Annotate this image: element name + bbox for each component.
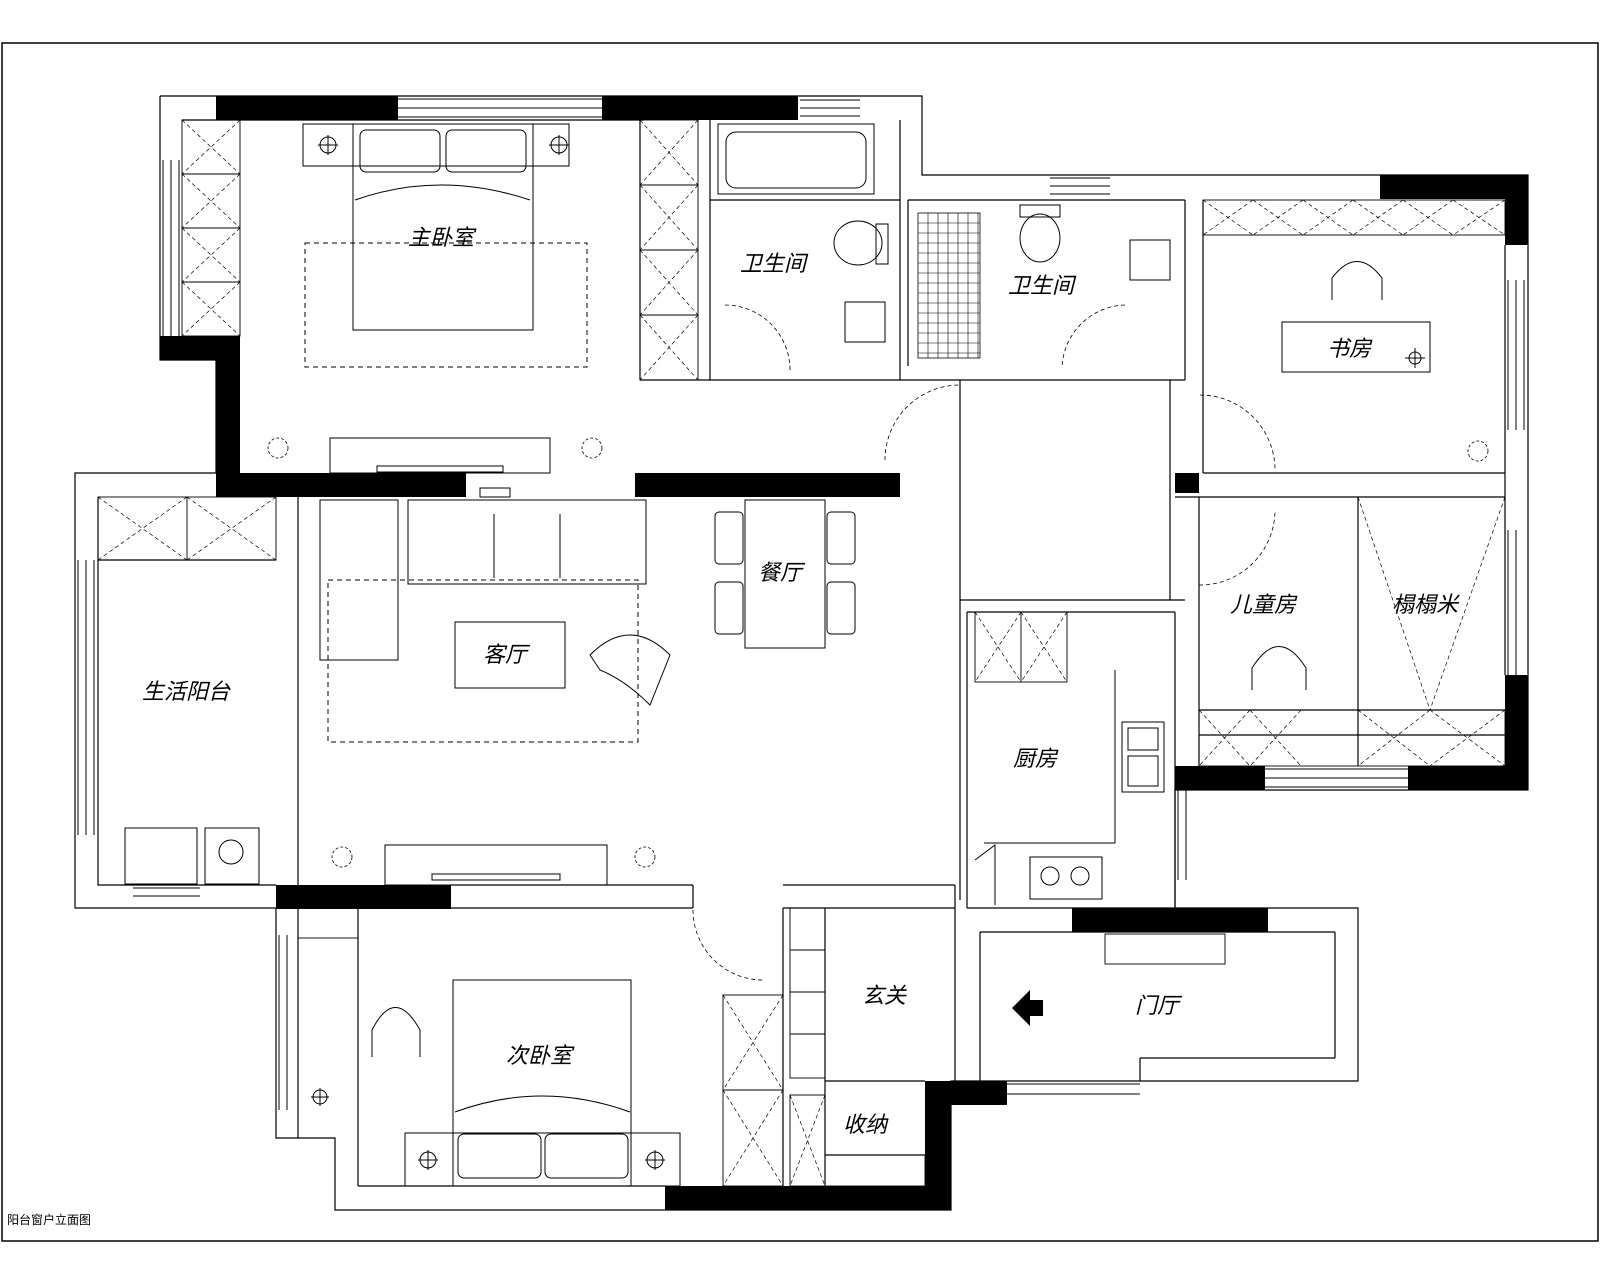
- second-bed: [371, 979, 681, 1187]
- bathtub: [717, 123, 875, 195]
- downlight-icon: [267, 437, 1489, 868]
- dining-table: [714, 499, 856, 649]
- kids-chair: [1251, 646, 1307, 690]
- toilets: [833, 204, 1061, 266]
- entry-arrow-icon: [1012, 990, 1043, 1026]
- sinks: [844, 239, 1171, 343]
- shower-grid: [917, 212, 981, 359]
- room-label-living: 客厅: [483, 643, 531, 668]
- ceiling-light-icon: [311, 135, 1425, 1170]
- structural-walls: [160, 96, 1528, 1210]
- room-label-dining: 餐厅: [758, 561, 806, 586]
- room-label-entrance-hall: 门厅: [1135, 994, 1183, 1019]
- room-label-foyer: 玄关: [862, 984, 907, 1009]
- sofa: [319, 499, 671, 743]
- laundry: [124, 827, 260, 885]
- study-desk: [1281, 261, 1431, 373]
- interior-walls: [98, 120, 1506, 1187]
- windows: [77, 98, 1525, 1110]
- room-label-bathroom-2: 卫生间: [1008, 274, 1077, 299]
- room-label-master-bedroom: 主卧室: [408, 226, 477, 251]
- room-label-balcony: 生活阳台: [142, 680, 231, 705]
- room-label-storage: 收纳: [843, 1113, 889, 1138]
- room-label-kitchen: 厨房: [1013, 747, 1059, 772]
- room-label-kids-room: 儿童房: [1230, 593, 1298, 618]
- room-label-study: 书房: [1327, 337, 1373, 362]
- shower-tile-lines: [918, 213, 980, 358]
- door-swings: [692, 304, 1276, 981]
- tv-units: [329, 437, 608, 886]
- wardrobe-cross-lines: [97, 119, 1506, 1187]
- kitchen-fixtures: [974, 670, 1165, 905]
- room-label-second-bedroom: 次卧室: [506, 1044, 575, 1069]
- room-label-tatami: 榻榻米: [1392, 593, 1460, 618]
- room-label-bathroom-1: 卫生间: [740, 252, 809, 277]
- drawing-caption: 阳台窗户立面图: [7, 1212, 91, 1227]
- drawing-frame: [1, 42, 1599, 1242]
